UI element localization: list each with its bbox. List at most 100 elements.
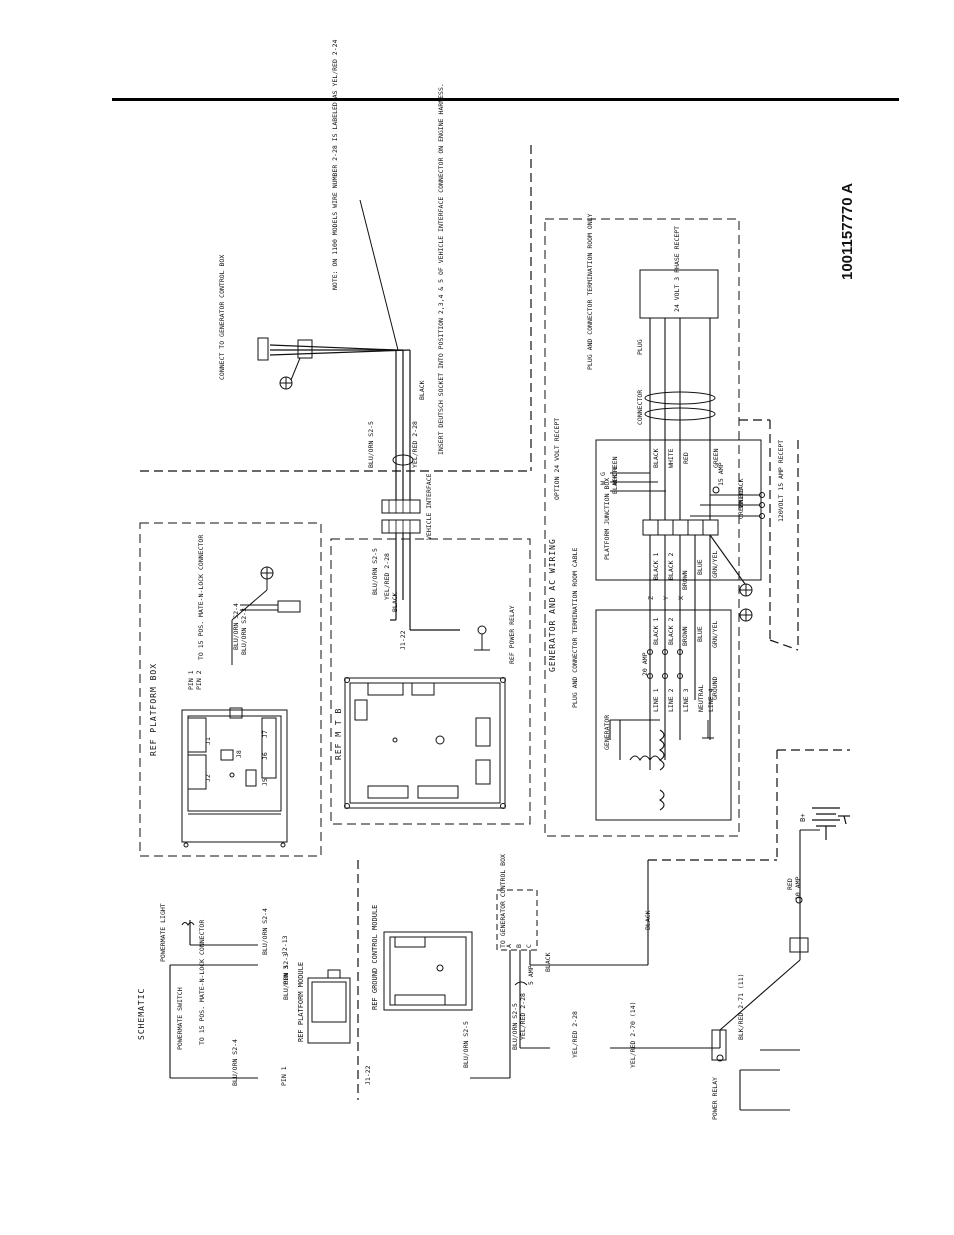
- label-j7: J7: [261, 730, 269, 738]
- label-connector: CONNECTOR: [636, 389, 644, 425]
- wire-green-120: GREEN: [737, 499, 745, 519]
- wire-blu-orn-s2-3-a: BLU/ORN S2-3: [240, 608, 248, 655]
- label-line3: LINE 3: [682, 688, 690, 712]
- plug-connector-outlet-label: PLUG AND CONNECTOR TERMINATION ROOM ONLY: [586, 213, 594, 370]
- vehicle-interface-connector-1: [381, 499, 421, 514]
- wire-yel-red-2-28-a: YEL/RED 2-28: [411, 421, 419, 468]
- label-x: X: [677, 596, 685, 600]
- label-j6: J6: [261, 752, 269, 760]
- label-10amp: 10 AMP: [794, 876, 802, 900]
- wire-blu-orn-s2-5-d: BLU/ORN S2-5: [511, 1003, 519, 1050]
- label-20amp: 20 AMP: [641, 652, 649, 676]
- label-b: B: [515, 944, 523, 948]
- label-line1: LINE 1: [652, 688, 660, 712]
- plug-connector-gen-box: [595, 609, 732, 821]
- pmw-light-label: POWERMATE LIGHT: [159, 903, 167, 962]
- wire-blu-orn-s2-4-a: BLU/ORN S2-4: [232, 603, 240, 650]
- header-rule: [112, 98, 899, 101]
- label-line2: LINE 2: [667, 688, 675, 712]
- platform-junction-box-label: PLATFORM JUNCTION BOX: [603, 477, 611, 560]
- schematic-label: SCHEMATIC: [137, 987, 146, 1040]
- label-z: Z: [647, 596, 655, 600]
- label-y: Y: [662, 596, 670, 600]
- wire-blk-red-2-71: BLK/RED 2-71 (11): [737, 973, 745, 1040]
- ground-control-module: [383, 931, 473, 1011]
- mate-lock-note-2: TO 15 POS. MATE-N-LOCK CONNECTOR: [198, 919, 206, 1045]
- wire-red-phase: RED: [682, 452, 690, 464]
- label-black2-a: BLACK 2: [667, 552, 675, 580]
- wire-blue: BLUE: [696, 559, 704, 575]
- connect-gen-box-label: CONNECT TO GENERATOR CONTROL BOX: [218, 254, 226, 380]
- phase-wires: [649, 318, 746, 770]
- label-j2-13: J2-13: [281, 935, 289, 955]
- label-pin3: PIN 3: [282, 965, 290, 985]
- wire-black-c: BLACK: [544, 952, 552, 972]
- label-c: C: [525, 944, 533, 948]
- power-relay-label: POWER RELAY: [711, 1076, 719, 1120]
- vehicle-interface-connector-2: [381, 519, 421, 534]
- label-neutral: NEUTRAL: [697, 684, 705, 712]
- gen-ac-wiring-label: GENERATOR AND AC WIRING: [548, 538, 557, 672]
- gen-box-harness: [269, 344, 460, 631]
- wire-yel-red-2-28-c: YEL/RED 2-28: [519, 993, 527, 1040]
- option-receptacle-label: OPTION 24 VOLT RECEPT: [553, 417, 561, 500]
- gen-control-box: [496, 889, 538, 951]
- label-black1-b: BLACK 1: [652, 617, 660, 645]
- schematic-wiring: [169, 829, 820, 1111]
- vehicle-interface-label: VEHICLE INTERFACE: [425, 473, 433, 540]
- mtb-drawing: [344, 677, 506, 809]
- wire-black-phase: BLACK: [652, 448, 660, 468]
- wire-blu-orn-s2-4-c: BLU/ORN S2-4: [261, 908, 269, 955]
- label-j1-22-a: J1-22: [399, 630, 407, 650]
- label-j2: J2: [204, 774, 212, 782]
- ref-platform-module-label: REF PLATFORM MODULE: [297, 961, 305, 1042]
- ground-symbols: [260, 566, 753, 622]
- label-5amp: 5 AMP: [527, 965, 535, 985]
- label-pin2: PIN 2: [195, 670, 203, 690]
- note-top: NOTE: ON 1100 MODELS WIRE NUMBER 2-28 IS…: [331, 39, 339, 290]
- wire-blu-orn-s2-5-a: BLU/ORN S2-5: [367, 421, 375, 468]
- platform-module-drawing: [181, 707, 288, 848]
- wire-blu-orn-s2-5-b: BLU/ORN S2-5: [371, 548, 379, 595]
- wire-yel-red-2-28-d: YEL/RED 2-28: [571, 1011, 579, 1058]
- label-j1: J1: [204, 737, 212, 745]
- receptacle-3phase-label: 24 VOLT 3 PHASE RECEPT: [673, 225, 681, 312]
- receptacle-3phase-box: [639, 269, 719, 319]
- wire-white-phase: WHITE: [667, 448, 675, 468]
- wire-black-b: BLACK: [391, 592, 399, 612]
- plug-connector-gen-label: PLUG AND CONNECTOR TERMINATION ROOM CABL…: [571, 547, 579, 708]
- platform-module-small: [307, 969, 351, 1044]
- wire-brown: BROWN: [681, 570, 689, 590]
- label-g: G: [599, 472, 607, 476]
- ref-ground-control-module-label: REF GROUND CONTROL MODULE: [371, 904, 379, 1010]
- label-plug: PLUG: [636, 339, 644, 355]
- label-a: A: [505, 944, 513, 948]
- label-j1-22-b: J1-22: [364, 1065, 372, 1085]
- generator-coils: [609, 719, 665, 811]
- label-pin1-b: PIN 1: [280, 1066, 288, 1086]
- label-w: W: [599, 481, 607, 485]
- label-ground: GROUND: [711, 676, 719, 700]
- label-black2-b: BLACK 2: [667, 617, 675, 645]
- wire-black-opt: BLACK: [611, 474, 619, 494]
- label-j5: J5: [261, 778, 269, 786]
- wire-blu-orn-s2-4-b: BLU/ORN S2-4: [231, 1039, 239, 1086]
- ref-platform-box-label: REF PLATFORM BOX: [149, 662, 158, 756]
- wire-black-a: BLACK: [418, 380, 426, 400]
- ref-platform-box: [139, 522, 322, 857]
- ref-mtb-label: REF M T B: [334, 707, 343, 760]
- wire-yel-red-2-28-b: YEL/RED 2-28: [383, 553, 391, 600]
- wire-brown-2: BROWN: [681, 626, 689, 646]
- wire-grn-yel-2: GRN/YEL: [711, 620, 719, 648]
- label-bplus: B+: [799, 813, 807, 822]
- mate-lock-note-1: TO 15 POS. MATE-N-LOCK CONNECTOR: [197, 534, 205, 660]
- label-black1-a: BLACK 1: [652, 552, 660, 580]
- wire-black-d: BLACK: [644, 910, 652, 930]
- note-insert: INSERT DEUTSCH SOCKET INTO POSITION 2,3,…: [437, 83, 445, 455]
- junction-terminal-block: [642, 519, 719, 536]
- generator-label: GENERATOR: [603, 714, 611, 750]
- pwr-relay-label: REF POWER RELAY: [508, 605, 516, 664]
- boundary-lines: [140, 145, 850, 1100]
